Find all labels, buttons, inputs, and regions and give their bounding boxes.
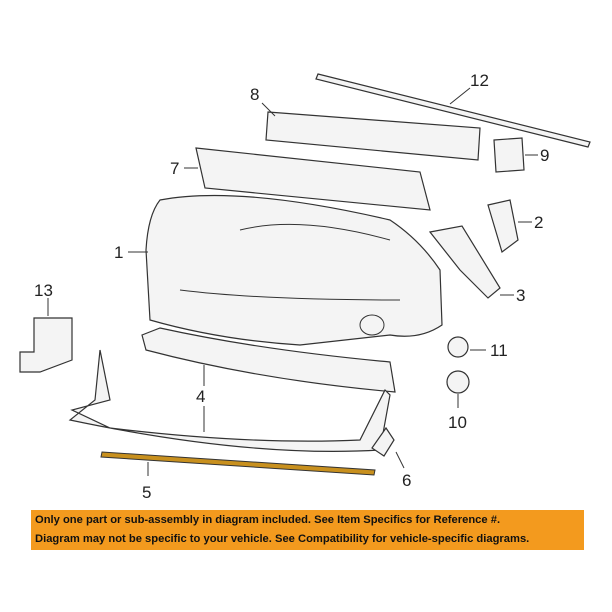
callout-2: 2 xyxy=(534,213,543,232)
part-5-strip xyxy=(100,451,376,476)
disclaimer-banner: Only one part or sub-assembly in diagram… xyxy=(31,510,584,550)
parts-diagram: 12 8 9 7 1 2 3 13 11 10 4 5 6 xyxy=(19,71,591,502)
callout-12: 12 xyxy=(470,71,489,90)
part-8-reinforcement xyxy=(265,111,481,161)
part-3-bracket xyxy=(428,225,501,299)
part-6-bracket xyxy=(371,426,395,457)
part-9-bracket xyxy=(493,137,525,173)
callout-1: 1 xyxy=(114,243,123,262)
callout-3: 3 xyxy=(516,286,525,305)
callout-9: 9 xyxy=(540,146,549,165)
part-4-air-dam xyxy=(141,327,396,393)
disclaimer-line-1: Only one part or sub-assembly in diagram… xyxy=(35,514,501,526)
part-1-bumper-cover xyxy=(145,194,443,346)
callout-4: 4 xyxy=(196,387,205,406)
callout-11: 11 xyxy=(490,341,508,360)
part-7-absorber xyxy=(195,147,431,211)
part-2-bracket xyxy=(487,199,519,253)
callout-5: 5 xyxy=(142,483,151,502)
part-11-bezel xyxy=(447,336,469,358)
callout-6: 6 xyxy=(402,471,411,490)
callout-8: 8 xyxy=(250,85,259,104)
part-13-sensor xyxy=(19,317,73,373)
part-12-molding xyxy=(315,73,591,148)
part-4-lower-valance xyxy=(68,349,391,452)
callout-7: 7 xyxy=(170,159,179,178)
callout-10: 10 xyxy=(448,413,467,432)
disclaimer-line-2: Diagram may not be specific to your vehi… xyxy=(35,533,530,545)
part-10-bezel xyxy=(446,370,470,394)
callout-13: 13 xyxy=(34,281,53,300)
